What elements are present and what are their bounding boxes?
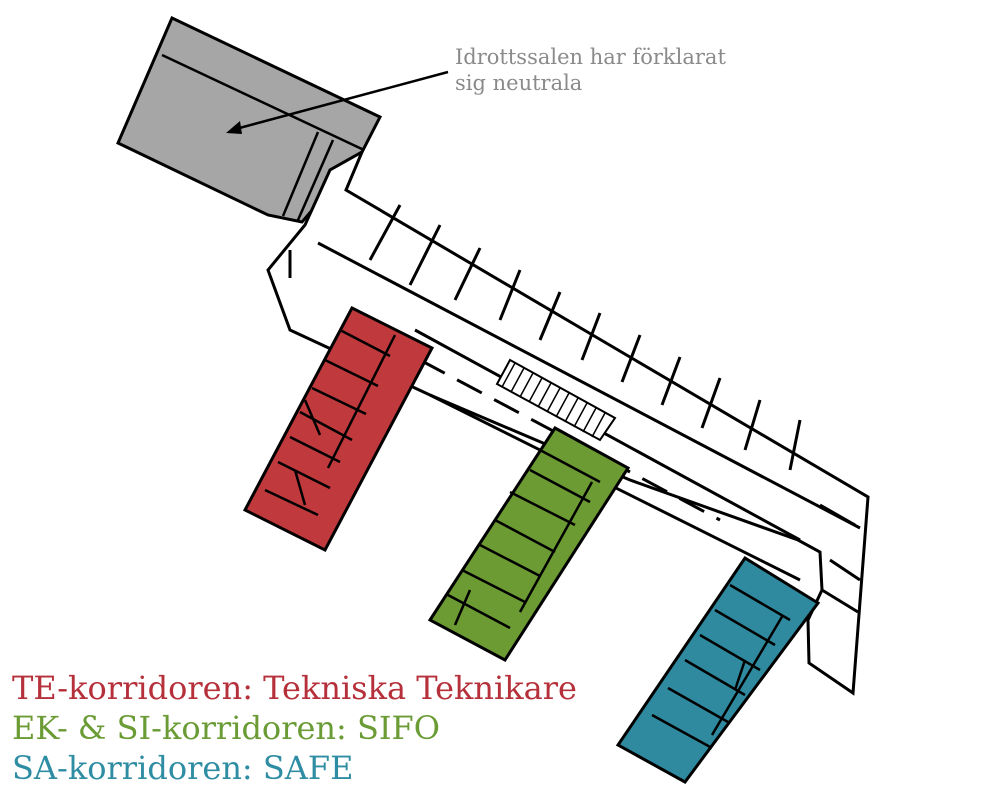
sa-corridor-rooms <box>651 583 791 750</box>
te-corridor-rooms <box>264 328 397 517</box>
legend: TE-korridoren: Tekniska Teknikare EK- & … <box>12 668 577 788</box>
gym-inner-wall <box>281 131 320 217</box>
gym-inner-wall <box>296 139 335 221</box>
annotation-line-2: sig neutrala <box>455 71 583 95</box>
sa-corridor-wing <box>615 555 821 784</box>
stairs-hatch <box>495 358 617 442</box>
legend-sa: SA-korridoren: SAFE <box>12 749 354 787</box>
gym-hall <box>116 15 383 224</box>
ek-si-corridor-wing <box>427 426 631 662</box>
ek-si-corridor-rooms <box>447 448 601 630</box>
gym-annotation: Idrottssalen har förklarat sig neutrala <box>455 44 755 96</box>
te-corridor-wing <box>242 306 435 552</box>
gym-inner-wall <box>161 53 365 152</box>
annotation-arrow-line <box>231 70 449 132</box>
legend-ek-si: EK- & SI-korridoren: SIFO <box>12 709 440 747</box>
legend-te: TE-korridoren: Tekniska Teknikare <box>12 669 577 707</box>
stairs-steps <box>501 362 606 438</box>
annotation-line-1: Idrottssalen har förklarat <box>455 45 726 69</box>
annotation-arrowhead <box>226 121 242 134</box>
